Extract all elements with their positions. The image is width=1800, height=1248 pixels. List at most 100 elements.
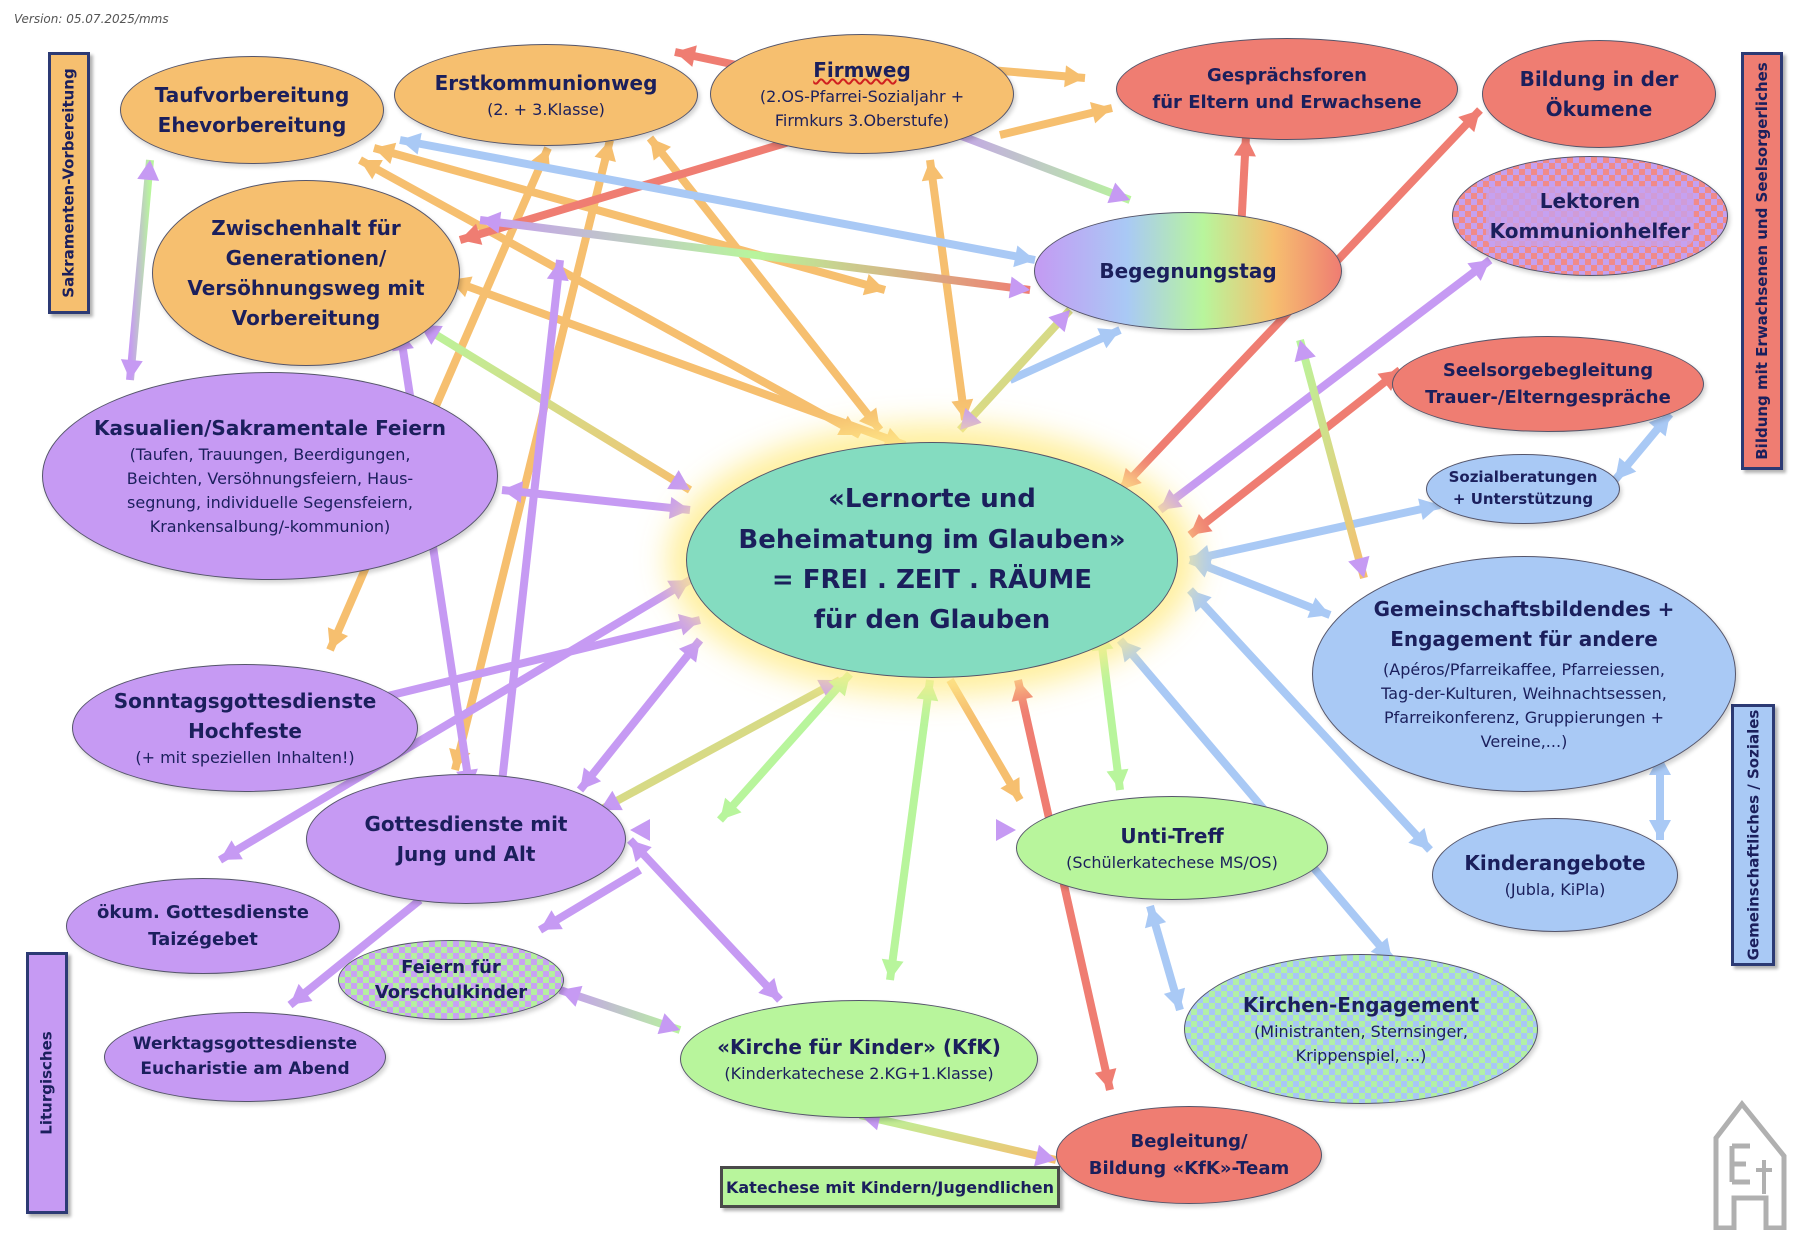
arrow-head [1034,1144,1056,1167]
version-label: Version: 05.07.2025/mms [14,12,169,26]
arrow-head [1089,101,1112,124]
node-seelsorgebegleitung: Seelsorgebegleitung Trauer-/Elterngesprä… [1392,336,1704,432]
node-kfk-title: «Kirche für Kinder» (KfK) [717,1035,1001,1059]
category-bildung-label: Bildung mit Erwachsenen und Seelsorgerli… [1753,62,1771,460]
arrow-head [1144,906,1167,929]
arrow-head [630,840,652,863]
arrow-head [960,407,982,430]
arrow-head [858,407,880,430]
node-kinderangebote-title: Kinderangebote [1464,851,1646,875]
arrow-head [480,211,502,234]
node-taufvorbereitung-title: Taufvorbereitung Ehevorbereitung [154,83,350,137]
node-jung-alt-title: Gottesdienste mit Jung und Alt [364,812,568,866]
arrow-line [1296,338,1368,580]
arrow-head [540,910,563,930]
arrow-head [580,767,602,790]
arrow-head [996,819,1016,841]
node-taufvorbereitung: Taufvorbereitung Ehevorbereitung [120,56,384,164]
arrow-head [1648,414,1670,437]
node-gemeinschaft-title: Gemeinschaftsbildendes + Engagement für … [1373,597,1675,651]
node-bildung-oekumene-title: Bildung in der Ökumene [1519,67,1679,121]
node-kirchen-engagement: Kirchen-Engagement (Ministranten, Sterns… [1184,954,1538,1104]
arrow-line [957,307,1073,433]
node-kirchen-engagement-title: Kirchen-Engagement [1242,993,1480,1017]
arrow-head [758,977,780,1000]
arrow-line [496,259,564,801]
arrow-head [916,680,939,702]
node-begegnungstag: Begegnungstag [1034,212,1342,330]
center-title: «Lernorte und Beheimatung im Glauben» = … [738,484,1126,636]
node-werktagsgottesdienste-title: Werktagsgottesdienste Eucharistie am Abe… [132,1033,358,1080]
arrow-head [667,580,690,600]
arrow-line [448,276,907,449]
arrow-head [594,140,616,163]
category-bildung-erwachsene: Bildung mit Erwachsenen und Seelsorgerli… [1741,52,1783,470]
arrow-head [1048,310,1070,333]
arrow-line [1187,366,1403,539]
node-begleitung-kfk: Begleitung/ Bildung «KfK»-Team [1056,1106,1322,1204]
arrow-head [828,674,850,697]
arrow-line [946,677,1024,803]
node-lektoren-title: Lektoren Kommunionhelfer [1485,186,1695,246]
node-kasualien-sub: (Taufen, Trauungen, Beerdigungen, Beicht… [126,445,414,536]
node-werktagsgottesdienste: Werktagsgottesdienste Eucharistie am Abe… [104,1012,386,1102]
category-katechese: Katechese mit Kindern/Jugendlichen [720,1166,1060,1208]
arrow-head [1190,590,1212,613]
node-unti-treff-title: Unti-Treff [1120,824,1224,848]
category-sakramente: Sakramenten-Vorbereitung [48,52,90,314]
node-kinderangebote-sub: (Jubla, KiPla) [1504,880,1606,899]
node-unti-treff: Unti-Treff (Schülerkatechese MS/OS) [1016,796,1328,900]
node-center: «Lernorte und Beheimatung im Glauben» = … [686,442,1178,678]
category-liturgisches: Liturgisches [26,952,68,1214]
arrow-line [627,837,783,1003]
church-icon [1713,1099,1787,1230]
arrow-head [1190,513,1213,535]
node-zwischenhalt-title: Zwischenhalt für Generationen/ Versöhnun… [187,216,425,330]
node-begegnungstag-title: Begegnungstag [1099,259,1277,283]
arrow-head [220,840,243,860]
arrow-line [558,986,682,1034]
arrow-head [1649,755,1671,775]
node-firmweg-sub: (2.OS-Pfarrei-Sozialjahr + Firmkurs 3.Ob… [759,87,965,130]
node-gespraechsforen-title: Gesprächsforen für Eltern und Erwachsene [1152,65,1422,113]
arrow-head [675,45,697,67]
node-firmweg: Firmweg (2.OS-Pfarrei-Sozialjahr + Firmk… [710,34,1014,154]
arrow-head [1307,597,1330,618]
arrow-head [1160,489,1183,510]
arrow-head [1408,827,1430,850]
arrow-head [881,958,904,980]
arrow-line [1008,326,1122,384]
node-unti-treff-sub: (Schülerkatechese MS/OS) [1066,853,1278,872]
arrow-head [1348,555,1370,578]
node-gemeinschaft: Gemeinschaftsbildendes + Engagement für … [1312,556,1736,792]
arrow-line [717,671,853,823]
arrow-head [546,260,569,282]
arrow-line [287,896,423,1009]
arrow-head [120,359,143,380]
category-liturgisches-label: Liturgisches [38,1031,56,1135]
arrow-head [137,160,160,181]
arrow-head [1649,820,1671,840]
arrow-line [1157,256,1493,514]
arrow-head [1120,640,1142,663]
node-jung-alt: Gottesdienste mit Jung und Alt [306,774,626,904]
arrow-line [1096,629,1124,791]
arrow-head [951,398,974,420]
node-bildung-oekumene: Bildung in der Ökumene [1482,40,1716,148]
node-lektoren: Lektoren Kommunionhelfer [1452,156,1728,276]
node-vorschulkinder-title: Feiern für Vorschulkinder [374,956,528,1003]
node-sonntagsgottesdienste: Sonntagsgottesdienste Hochfeste (+ mit s… [72,664,418,792]
arrow-head [677,614,700,636]
category-sakramente-label: Sakramenten-Vorbereitung [60,68,79,298]
arrow-head [1467,260,1490,281]
arrow-head [1064,65,1085,88]
arrow-head [360,160,383,180]
arrow-line [1116,637,1396,963]
node-sonntagsgottesdienste-title: Sonntagsgottesdienste Hochfeste [113,689,377,743]
node-begleitung-kfk-title: Begleitung/ Bildung «KfK»-Team [1088,1131,1290,1179]
arrow-line [646,135,884,433]
arrow-head [502,481,524,504]
node-zwischenhalt: Zwischenhalt für Generationen/ Versöhnun… [152,180,460,366]
category-gemeinschaftliches-label: Gemeinschaftliches / Soziales [1744,709,1762,961]
arrow-head [650,138,672,161]
